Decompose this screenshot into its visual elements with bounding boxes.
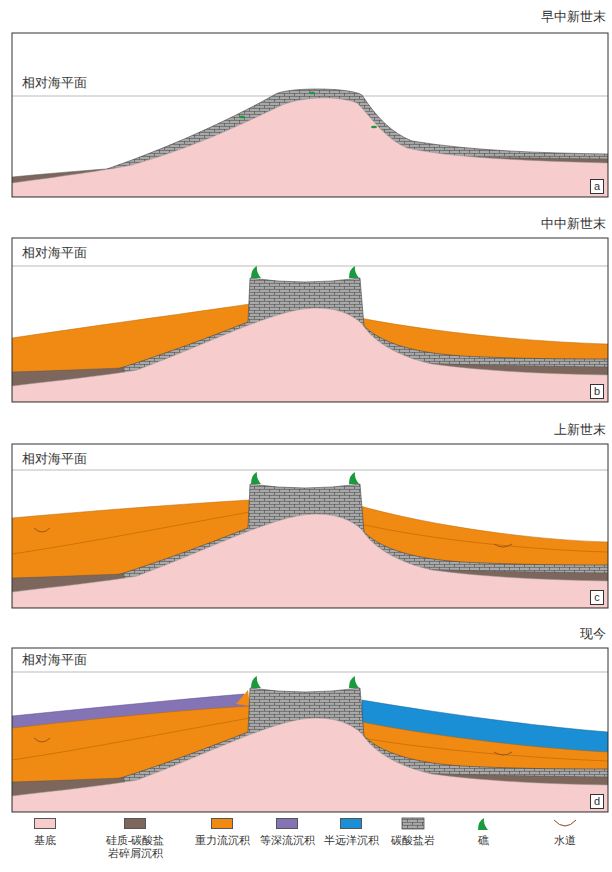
sea-level-label: 相对海平面 — [22, 246, 87, 260]
panel-b — [12, 238, 608, 402]
legend-text: 半远洋沉积 — [320, 834, 382, 847]
carbonate-swatch — [402, 818, 424, 829]
legend-swatch — [211, 818, 233, 829]
panel-c — [12, 444, 608, 608]
panel-letter: b — [590, 384, 604, 399]
period-title: 现今 — [580, 627, 606, 641]
sea-level-label: 相对海平面 — [22, 452, 87, 466]
legend-text: 基底 — [25, 834, 65, 847]
reef-swatch — [478, 818, 488, 830]
legend-text: 礁 — [468, 834, 498, 847]
legend-swatch — [340, 818, 362, 829]
channel-swatch — [554, 820, 576, 826]
period-title: 上新世末 — [554, 423, 606, 437]
legend-text: 水道 — [545, 834, 585, 847]
panel-letter: c — [590, 590, 604, 605]
sea-level-label: 相对海平面 — [22, 76, 87, 90]
legend-text: 硅质-碳酸盐 岩碎屑沉积 — [99, 834, 171, 859]
period-title: 中中新世末 — [541, 217, 606, 231]
sea-level-label: 相对海平面 — [22, 653, 87, 667]
period-title: 早中新世末 — [541, 10, 606, 24]
panel-letter: a — [590, 179, 604, 194]
legend-swatch — [276, 818, 298, 829]
panel-d — [12, 648, 608, 812]
panel-a — [12, 33, 608, 197]
legend-swatch — [124, 818, 146, 829]
panel-letter: d — [590, 794, 604, 809]
legend-text: 碳酸盐岩 — [385, 834, 441, 847]
legend-swatch — [34, 818, 56, 829]
legend-text: 重力流沉积 — [191, 834, 253, 847]
legend-text: 等深流沉积 — [256, 834, 318, 847]
